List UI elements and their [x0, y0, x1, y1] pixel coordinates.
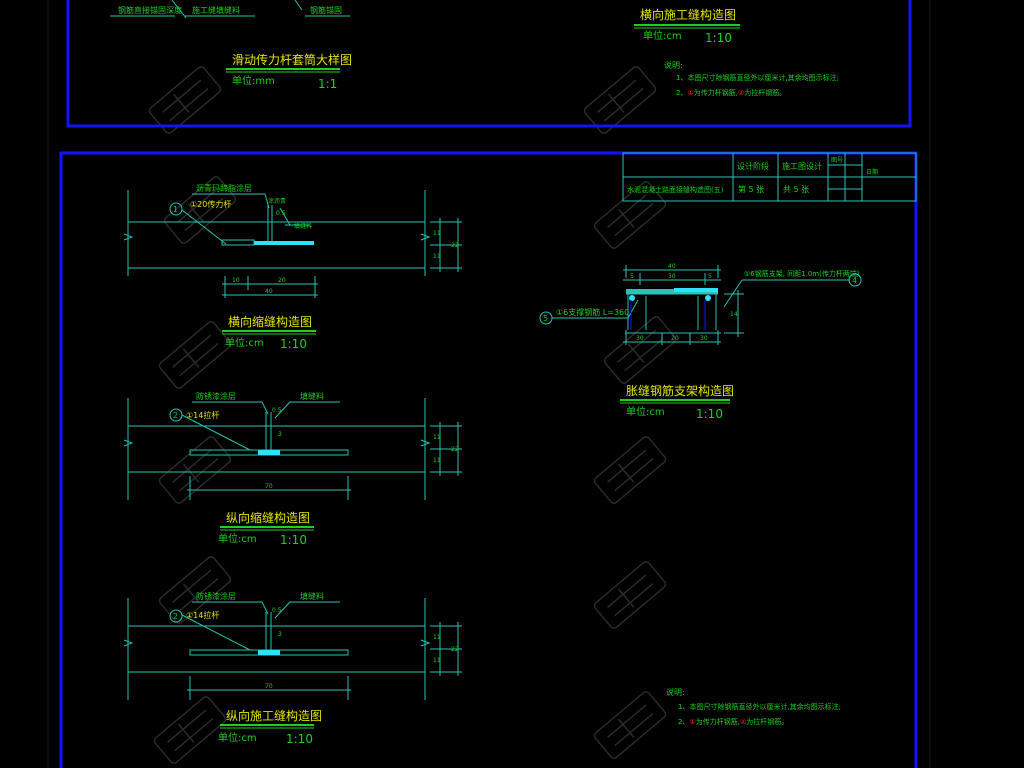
d1-dim-total: 40 — [265, 288, 273, 295]
d2-dim-v2: 11 — [433, 457, 441, 464]
d3-title: 纵向施工缝构造图 — [226, 708, 322, 723]
d2-dim-v3: 22 — [451, 446, 459, 453]
watermark-layer — [148, 66, 677, 764]
top-left-callout-1: 钢筋直接锚固深度 — [118, 5, 182, 15]
d4-dim-top-m: 30 — [668, 273, 676, 280]
top-right-unit: 单位:cm — [643, 29, 682, 42]
title-block-sheet: 第 5 张 — [738, 184, 764, 194]
d2-callout-c: 填缝料 — [300, 391, 324, 401]
d2-dim-total: 70 — [265, 483, 273, 490]
d1-callout-bar: ①20传力杆 — [190, 199, 231, 209]
title-block-design-stage: 设计阶段 — [737, 161, 769, 171]
bottom-notes: 说明: 1、本图尺寸除钢筋直径外以厘米计,其余均图示标注; 2、①为传力杆钢筋,… — [666, 687, 841, 726]
top-note-2: 2、①为传力杆钢筋,②为拉杆钢筋。 — [676, 88, 786, 97]
title-block-date: 日期 — [866, 168, 878, 176]
d3-unit: 单位:cm — [218, 731, 257, 744]
title-block-stage-value: 施工图设计 — [782, 161, 822, 171]
d1-marker: 1 — [173, 205, 178, 214]
main-panel-frame — [59, 151, 918, 768]
d4-callout-right: ①6钢筋支架, 间距1.0m(传力杆两端) — [744, 269, 860, 278]
top-left-title: 滑动传力杆套筒大样图 — [232, 52, 352, 67]
d3-dim-mid: 3 — [278, 631, 282, 638]
d4-dim-bot-l: 30 — [636, 335, 644, 342]
bottom-note-1: 1、本图尺寸除钢筋直径外以厘米计,其余均图示标注; — [678, 702, 841, 711]
d1-callout-a: 沥青玛蹄脂涂层 — [196, 183, 252, 193]
top-left-callout-3: 钢筋锚固 — [310, 5, 342, 15]
title-block — [622, 152, 917, 202]
d4-dim-side: 14 — [730, 311, 738, 318]
d3-callout-a: 防锈漆涂层 — [196, 591, 236, 601]
d4-marker-left: 5 — [543, 314, 548, 323]
d2-title: 纵向缩缝构造图 — [226, 510, 310, 525]
d2-callout-a: 防锈漆涂层 — [196, 391, 236, 401]
d4-dim-bot-r: 30 — [700, 335, 708, 342]
d2-dim-top: 0.5 — [272, 407, 282, 414]
d1-scale: 1:10 — [280, 337, 307, 351]
d3-callout-c: 填缝料 — [300, 591, 324, 601]
d2-marker: 2 — [173, 411, 178, 420]
d3-dim-top: 0.5 — [272, 607, 282, 614]
title-block-drawing-name: 水泥混凝土路面接缝构造图(五) — [627, 185, 724, 194]
top-notes-title: 说明: — [664, 60, 683, 70]
d1-unit: 单位:cm — [225, 336, 264, 349]
top-right-title: 横向施工缝构造图 — [640, 7, 736, 22]
diagram-transverse-contraction-joint: 1 沥青玛蹄脂涂层 ①20传力杆 涂沥青 填缝料 0.5 10 20 40 11… — [123, 183, 462, 351]
d1-dim-top: 0.5 — [276, 210, 286, 217]
top-right-scale: 1:10 — [705, 31, 732, 45]
top-left-scale: 1:1 — [318, 77, 337, 91]
d1-callout-b: 涂沥青 — [268, 197, 286, 205]
top-panel-frame — [66, 0, 912, 128]
top-left-callout-2: 施工缝填缝料 — [192, 5, 240, 15]
diagram-expansion-joint-support: 40 5 30 5 30 20 30 14 ①6钢筋支架, 间距1.0m(传力杆… — [539, 263, 862, 421]
d1-callout-c: 填缝料 — [294, 222, 312, 230]
d3-marker: 2 — [173, 612, 178, 621]
d1-dim-v2: 11 — [433, 253, 441, 260]
d1-dim-v1: 11 — [433, 230, 441, 237]
d1-dim-v3: 22 — [451, 242, 459, 249]
d2-dim-v1: 11 — [433, 434, 441, 441]
d4-dim-bot-m: 20 — [671, 335, 679, 342]
d4-dim-top-l: 5 — [630, 273, 634, 280]
d3-dim-v2: 11 — [433, 657, 441, 664]
d3-scale: 1:10 — [286, 732, 313, 746]
top-panel: 钢筋直接锚固深度 施工缝填缝料 钢筋锚固 滑动传力杆套筒大样图 单位:mm 1:… — [66, 0, 912, 128]
d1-title: 横向缩缝构造图 — [228, 314, 312, 329]
d3-dim-v3: 22 — [451, 646, 459, 653]
d2-scale: 1:10 — [280, 533, 307, 547]
bottom-notes-title: 说明: — [666, 687, 685, 697]
d2-unit: 单位:cm — [218, 532, 257, 545]
d4-callout-left: ①6支撑钢筋 L=360 — [556, 307, 629, 317]
top-note-1: 1、本图尺寸除钢筋直径外以厘米计,其余均图示标注; — [676, 73, 839, 82]
d2-callout-bar: ①14拉杆 — [186, 410, 219, 420]
d3-dim-v1: 11 — [433, 634, 441, 641]
top-left-unit: 单位:mm — [232, 74, 275, 87]
d2-dim-mid: 3 — [278, 431, 282, 438]
d3-dim-total: 70 — [265, 683, 273, 690]
d4-dim-top-total: 40 — [668, 263, 676, 270]
d1-dim-l2: 20 — [278, 277, 286, 284]
d4-unit: 单位:cm — [626, 405, 665, 418]
diagram-longitudinal-construction-joint: 2 防锈漆涂层 ①14拉杆 填缝料 0.5 3 70 11 11 22 纵向施工… — [123, 591, 462, 746]
title-block-drawing-no: 图号 — [831, 157, 843, 164]
d4-title: 胀缝钢筋支架构造图 — [626, 383, 734, 398]
d4-marker-right: 4 — [852, 276, 857, 285]
bottom-note-2: 2、①为传力杆钢筋,②为拉杆钢筋。 — [678, 717, 788, 726]
diagram-longitudinal-contraction-joint: 2 防锈漆涂层 ①14拉杆 填缝料 0.5 3 70 11 11 22 纵向缩缝… — [123, 391, 462, 547]
d3-callout-bar: ①14拉杆 — [186, 610, 219, 620]
title-block-total: 共 5 张 — [783, 185, 809, 194]
d4-dim-top-r: 5 — [708, 273, 712, 280]
d1-dim-l1: 10 — [232, 277, 240, 284]
d4-scale: 1:10 — [696, 407, 723, 421]
